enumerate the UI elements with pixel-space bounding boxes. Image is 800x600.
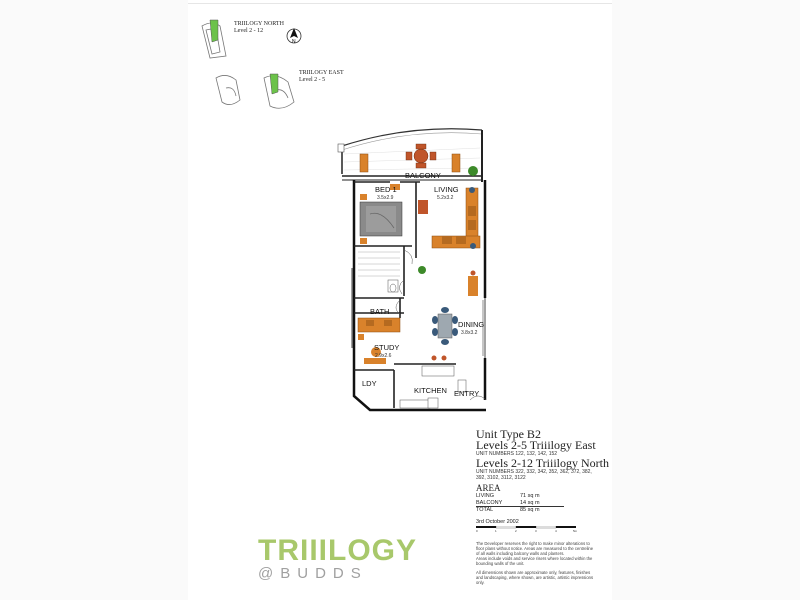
unit-numbers-north-line1: UNIT NUMBERS 322, 332, 342, 352, 362, 37…	[476, 469, 592, 475]
key-plan-graphic: N	[201, 19, 302, 109]
room-label-ldy: LDY	[362, 379, 377, 388]
key-plan-east-levels: Level 2 - 5	[299, 77, 326, 83]
unit-type: Unit Type B2	[476, 427, 541, 441]
room-label-balcony: BALCONY	[405, 171, 441, 180]
disclaimer-2: Areas include voids and service risers w…	[476, 556, 593, 566]
room-label-study: STUDY	[374, 343, 399, 352]
plan-date: 3rd October 2002	[476, 519, 519, 525]
triiilogy-logo: TRIIILOGY @BUDDS	[258, 536, 428, 582]
key-plan-east-building	[215, 75, 295, 109]
disclaimer-1: The Developer reserves the right to make…	[476, 541, 594, 556]
study-furniture	[357, 317, 401, 364]
top-rule	[188, 3, 612, 4]
scale-tick-0: 0	[476, 529, 478, 532]
living-furniture	[418, 187, 481, 274]
levels-north: Levels 2-12 Triiilogy North	[476, 456, 610, 470]
key-plan-east-highlight	[269, 73, 279, 95]
floor-plan: BALCONY BED 1 3.5x2.9	[337, 128, 487, 412]
north-arrow-icon: N	[286, 28, 302, 45]
disclaimer-3: All dimensions shown are approximate onl…	[476, 570, 594, 585]
bed-1-furniture	[359, 184, 403, 244]
balcony-furniture	[359, 143, 478, 176]
room-dim-living: 5.2x3.2	[437, 195, 454, 201]
scale-bar: 0 1 2 3 4 5m	[476, 526, 578, 532]
disclaimer: The Developer reserves the right to make…	[476, 541, 594, 585]
key-plan-east-title: TRIILOGY EAST	[299, 70, 344, 76]
dining-furniture	[432, 270, 478, 345]
unit-info: Unit Type B2 Levels 2-5 Triiilogy East U…	[476, 427, 626, 514]
room-label-kitchen: KITCHEN	[414, 386, 447, 395]
room-dim-dining: 3.8x3.2	[461, 330, 478, 336]
room-label-entry: ENTRY	[454, 389, 479, 398]
room-label-bed1: BED 1	[375, 185, 397, 194]
room-label-dining: DINING	[458, 320, 484, 329]
unit-numbers-east: UNIT NUMBERS 122, 132, 142, 152	[476, 451, 558, 457]
logo-main-text: TRIIILOGY	[258, 534, 417, 567]
room-dim-study: 2.9x2.6	[375, 353, 392, 359]
scale-tick-4: 4	[555, 529, 557, 532]
scale-tick-5: 5m	[573, 529, 578, 532]
balcony-curve	[341, 128, 483, 147]
exterior-walls	[352, 180, 487, 412]
levels-east: Levels 2-5 Triiilogy East	[476, 438, 596, 452]
door-swings	[395, 249, 487, 401]
svg-text:N: N	[292, 39, 296, 45]
room-dim-bed1: 3.5x2.9	[377, 195, 394, 201]
room-label-bath: BATH	[370, 307, 389, 316]
bath-fixtures	[387, 279, 399, 293]
room-label-living: LIVING	[434, 185, 459, 194]
key-plan-north-highlight	[209, 19, 219, 43]
robe	[358, 251, 400, 277]
left-margin	[0, 0, 188, 600]
area-total-rule	[476, 506, 564, 507]
right-margin	[612, 0, 800, 600]
scale-tick-1: 1	[495, 529, 497, 532]
scale-tick-2: 2	[515, 529, 517, 532]
kitchen-fixtures	[399, 355, 467, 409]
area-heading: AREA	[476, 483, 501, 493]
logo-sub-text: @BUDDS	[258, 565, 368, 582]
key-plan-north-levels: Level 2 - 12	[234, 28, 264, 34]
unit-numbers-north-line2: 392, 3102, 3112, 3122	[476, 475, 526, 481]
key-plan-north-title: TRIILOGY NORTH	[234, 21, 284, 27]
interior-walls	[354, 181, 456, 408]
scale-tick-3: 3	[535, 529, 537, 532]
